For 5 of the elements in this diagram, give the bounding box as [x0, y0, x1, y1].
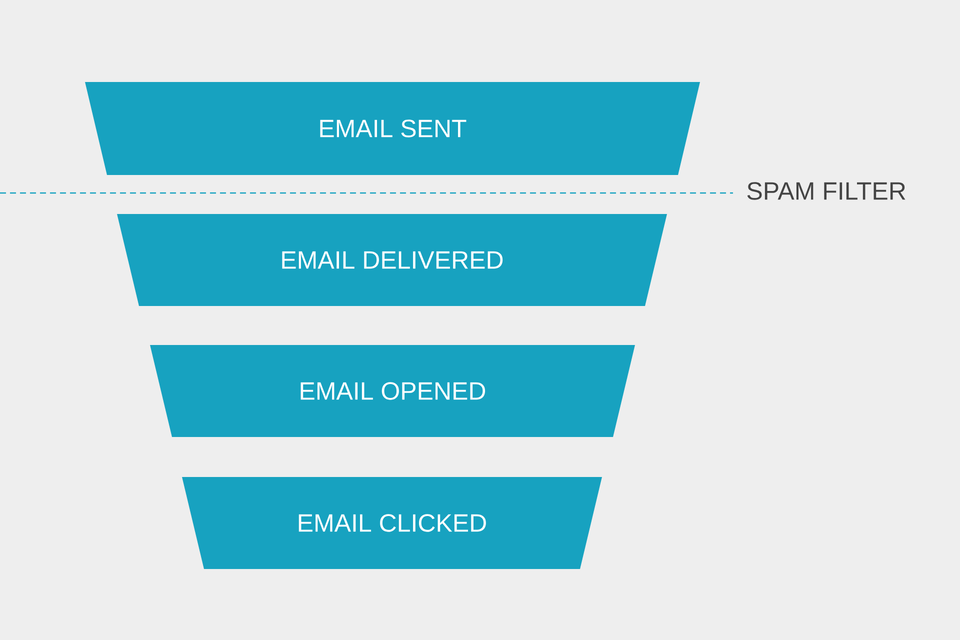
divider-label: SPAM FILTER [747, 182, 906, 200]
funnel-stage: EMAIL DELIVERED [117, 214, 667, 306]
funnel-stage: EMAIL OPENED [150, 345, 635, 437]
funnel-stage: EMAIL CLICKED [182, 477, 602, 569]
funnel-stage: EMAIL SENT [85, 82, 700, 175]
